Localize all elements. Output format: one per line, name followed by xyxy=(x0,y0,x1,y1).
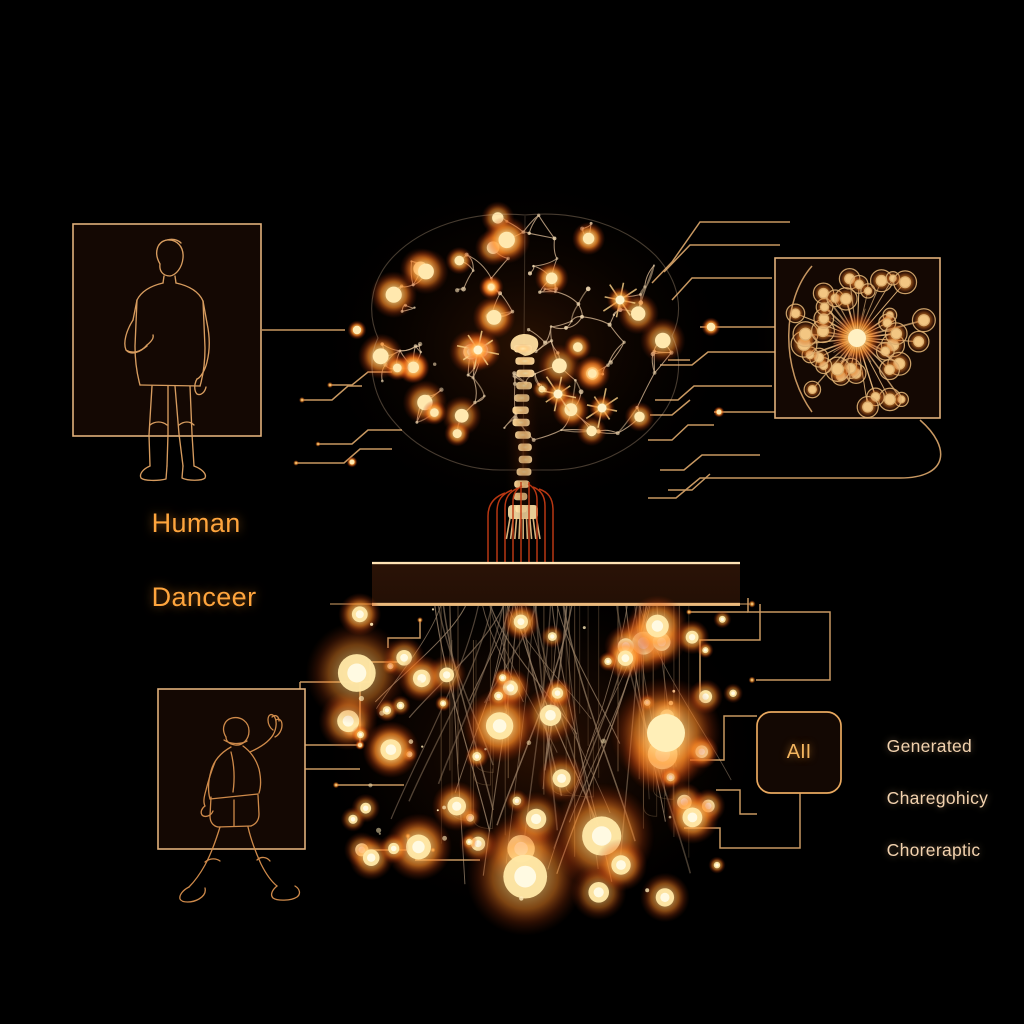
circuit-traces-right-upper xyxy=(648,221,942,499)
dancing-figure-panel xyxy=(157,688,306,903)
human-dancer-panel xyxy=(72,223,262,482)
starburst-panel xyxy=(774,257,941,419)
circuit-node-dots-right xyxy=(701,317,725,418)
neural-brain-mesh xyxy=(357,201,686,471)
circuit-node-dots-left xyxy=(293,320,367,468)
generated-motion-particle-field xyxy=(305,592,744,936)
platform-bar xyxy=(330,561,750,606)
circuit-trunk-traces xyxy=(487,482,554,562)
ai-node-box[interactable] xyxy=(756,711,842,794)
